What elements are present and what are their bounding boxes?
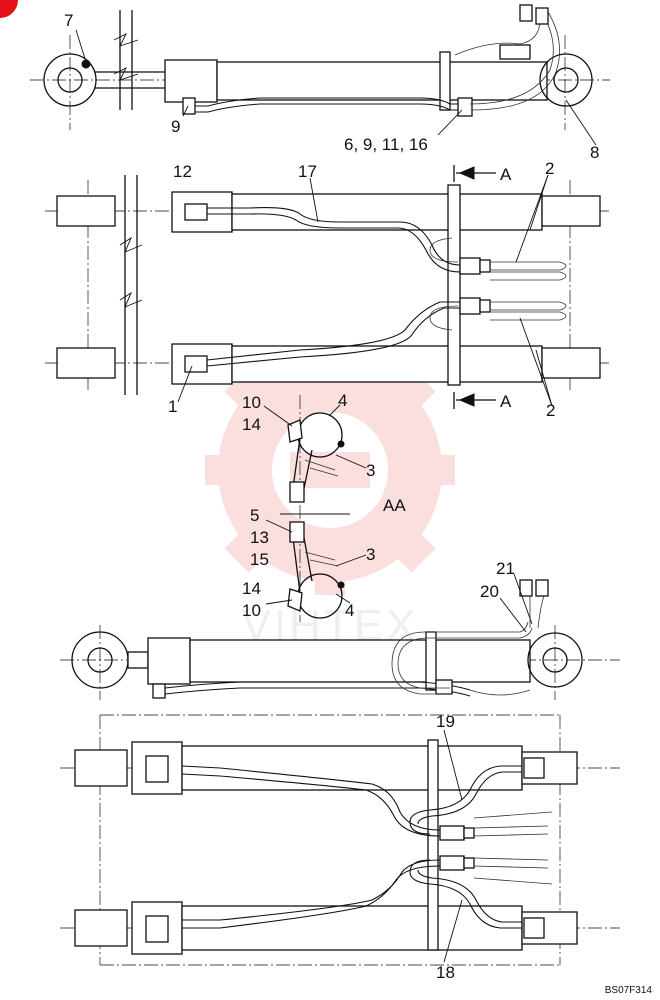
section-aa-label: AA [383,496,406,515]
callout-10-bottom: 10 [242,601,261,620]
callout-13: 13 [250,528,269,547]
callout-12: 12 [173,162,192,181]
callout-1: 1 [168,397,177,416]
callout-2-bottom: 2 [546,401,555,420]
callout-17: 17 [298,162,317,181]
callout-18: 18 [436,963,455,982]
callout-6-9-11-16: 6, 9, 11, 16 [344,135,428,154]
view-bottom-plan [60,714,620,966]
view-top-plan [45,165,610,409]
corner-mark [0,0,18,18]
callout-4-top: 4 [338,391,347,410]
view-bottom-side [60,579,620,700]
callout-8: 8 [590,143,599,162]
callout-7: 7 [64,11,73,30]
callout-2-top: 2 [545,159,554,178]
callout-5: 5 [250,506,259,525]
callout-15: 15 [250,550,269,569]
callout-14-bottom: 14 [242,579,261,598]
callout-14-top: 14 [242,415,261,434]
view-section-aa [280,395,350,622]
section-a-bottom: A [500,392,512,411]
section-a-top: A [500,165,512,184]
callout-10-top: 10 [242,393,261,412]
watermark-logo: VIHTEX [205,345,455,650]
callout-3-top: 3 [366,461,375,480]
view-top-side [30,4,610,130]
callout-21: 21 [496,559,515,578]
leader-lines [75,29,597,963]
callout-19: 19 [436,712,455,731]
drawing-reference-code: BS07F314 [604,985,652,996]
callouts: 7 9 8 6, 9, 11, 16 12 17 2 A 1 2 A 10 14… [64,11,599,982]
callout-20: 20 [480,582,499,601]
callout-9: 9 [171,117,180,136]
callout-4-bottom: 4 [345,601,354,620]
callout-3-bottom: 3 [366,545,375,564]
